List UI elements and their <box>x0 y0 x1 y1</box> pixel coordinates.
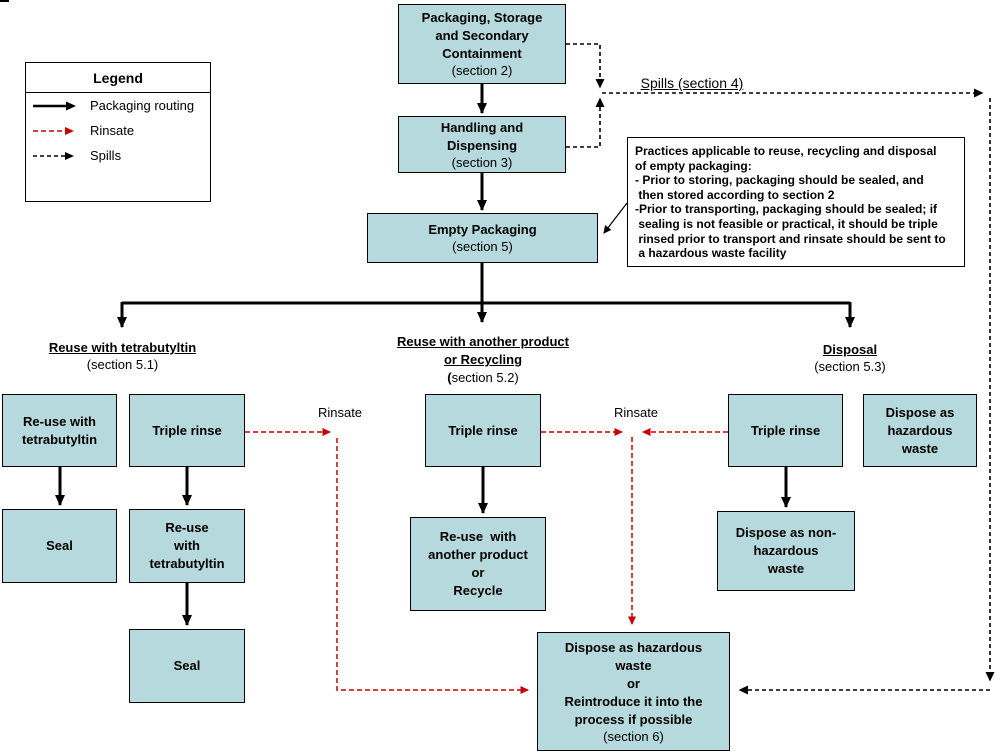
branch-section: (section 5.2) <box>373 369 593 387</box>
legend-label-packaging-routing: Packaging routing <box>90 98 195 113</box>
branch-section-rest: section 5.2) <box>451 370 519 385</box>
node-section: (section 2) <box>451 63 513 78</box>
node-triple-rinse-right: Triple rinse <box>728 394 843 467</box>
node-title: Triple rinse <box>152 422 222 438</box>
node-triple-rinse-left: Triple rinse <box>129 394 245 467</box>
node-reuse-tetrabutyltin-b: Re-use with tetrabutyltin <box>129 509 245 583</box>
spills-line-from-handling <box>566 97 605 148</box>
node-seal-a: Seal <box>2 509 117 583</box>
practices-note-text: Practices applicable to reuse, recycling… <box>635 144 946 261</box>
practices-note-box: Practices applicable to reuse, recycling… <box>627 137 965 267</box>
node-dispose-hazardous: Dispose as hazardous waste <box>863 394 977 467</box>
legend-title: Legend <box>26 63 210 93</box>
node-title: Triple rinse <box>750 422 821 438</box>
node-title: Handling and Dispensing <box>440 119 524 153</box>
legend-item-rinsate: Rinsate <box>26 118 210 143</box>
branch-header-disposal: Disposal (section 5.3) <box>790 341 910 375</box>
node-title: Dispose as hazardous waste or Reintroduc… <box>564 639 703 727</box>
branch-section: (section 5.1) <box>86 357 159 372</box>
spills-line-from-packaging <box>566 43 605 89</box>
node-packaging-storage: Packaging, Storage and Secondary Contain… <box>398 4 566 84</box>
node-title: Re-use with another product or Recycle <box>428 529 528 598</box>
legend-box: Legend Packaging routing Rinsate Spills <box>25 62 211 202</box>
node-seal-b: Seal <box>129 629 245 703</box>
branch-header-reuse-tetrabutyltin: Reuse with tetrabutyltin (section 5.1) <box>20 339 225 373</box>
node-section: (section 6) <box>603 728 664 744</box>
packaging-routing-arrow-icon <box>33 101 76 110</box>
node-dispose-non-hazardous: Dispose as non- hazardous waste <box>717 511 855 591</box>
node-triple-rinse-center: Triple rinse <box>425 394 541 467</box>
branch-section: (section 5.3) <box>814 359 886 374</box>
node-reuse-tetrabutyltin-a: Re-use with tetrabutyltin <box>2 394 117 467</box>
branch-section-paren: ( <box>447 370 452 385</box>
legend-item-packaging-routing: Packaging routing <box>26 93 210 118</box>
branch-title: Disposal <box>822 342 878 357</box>
rinsate-label-right: Rinsate <box>613 405 659 420</box>
node-section: (section 5) <box>452 239 513 254</box>
node-title: Dispose as non- hazardous waste <box>735 525 837 576</box>
legend-label-rinsate: Rinsate <box>90 123 135 138</box>
spills-arrow-icon <box>33 151 74 160</box>
node-title: Seal <box>173 658 201 673</box>
node-title: Empty Packaging <box>428 222 537 237</box>
node-title: Triple rinse <box>448 422 518 438</box>
node-title: Seal <box>46 538 73 553</box>
node-empty-packaging: Empty Packaging (section 5) <box>367 213 598 263</box>
branch-title: Reuse with another product or Recycling <box>397 334 569 367</box>
arrow-note-to-empty <box>603 202 628 234</box>
branch-header-reuse-another: Reuse with another product or Recycling … <box>373 333 593 387</box>
rinsate-arrow-icon <box>33 126 74 135</box>
scan-artifact-mark <box>0 0 9 2</box>
legend-label-spills: Spills <box>90 148 122 163</box>
node-title: Dispose as hazardous waste <box>885 404 955 456</box>
branch-title: Reuse with tetrabutyltin <box>48 340 197 355</box>
spills-section-label: Spills (section 4) <box>640 75 744 91</box>
rinsate-label-left: Rinsate <box>317 405 363 420</box>
node-section: (section 3) <box>451 154 513 170</box>
node-title: Re-use with tetrabutyltin <box>149 520 225 571</box>
legend-item-spills: Spills <box>26 143 210 168</box>
node-reuse-another-product: Re-use with another product or Recycle <box>410 517 546 611</box>
node-final-dispose-or-reintroduce: Dispose as hazardous waste or Reintroduc… <box>537 632 730 751</box>
node-title: Packaging, Storage and Secondary Contain… <box>421 10 543 61</box>
node-title: Re-use with tetrabutyltin <box>21 413 98 447</box>
node-handling-dispensing: Handling and Dispensing (section 3) <box>398 116 566 173</box>
